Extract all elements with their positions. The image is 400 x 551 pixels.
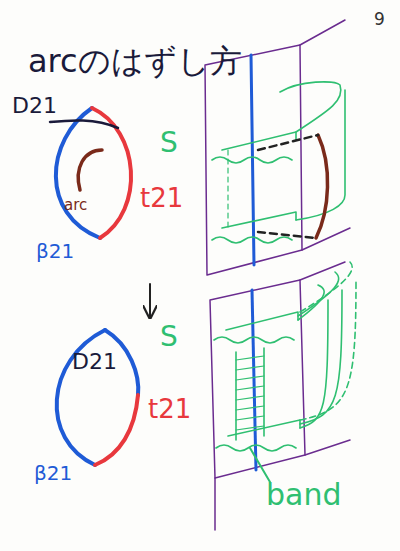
plane [210, 280, 305, 478]
dashed-link [258, 135, 318, 238]
surface-label: S [160, 128, 178, 159]
surface-s [212, 132, 296, 163]
disk-label: D21 [12, 94, 57, 118]
surface-s [212, 212, 296, 243]
arc-curve [78, 150, 102, 190]
curve-label: β21 [34, 462, 72, 484]
curve-label: t21 [140, 184, 183, 213]
arc-label: arc [64, 197, 87, 214]
plane-edge [302, 228, 350, 250]
plane-edge [300, 20, 345, 45]
curve-label: t21 [148, 395, 191, 424]
surface-s [216, 420, 300, 451]
page-number: 9 [374, 10, 385, 29]
band-edge [236, 348, 264, 440]
disk-bottom [57, 330, 139, 465]
arc-curve [316, 135, 328, 238]
page-title: arcのはずし方 [28, 44, 242, 79]
t-curve [95, 395, 138, 465]
band-leader [250, 448, 270, 482]
surface-loop [296, 90, 345, 220]
disk-label: D21 [72, 350, 117, 374]
down-arrow [149, 284, 151, 318]
plane-edge [215, 440, 350, 530]
picture-bottom [210, 262, 356, 530]
blue-line [251, 55, 254, 265]
surface-loop [298, 272, 342, 424]
t-curve [92, 108, 131, 238]
surface-s [214, 312, 298, 343]
blue-line [252, 290, 256, 470]
surface-hidden [227, 150, 228, 228]
surface-label: S [160, 322, 178, 353]
band-hatch [236, 356, 264, 430]
surface-loop [300, 262, 356, 420]
band-label: band [266, 478, 341, 511]
surface-loop [280, 82, 341, 132]
plane [205, 45, 302, 275]
curve-label: β21 [36, 240, 74, 262]
d-leader [50, 120, 118, 128]
disk-top [50, 108, 131, 238]
